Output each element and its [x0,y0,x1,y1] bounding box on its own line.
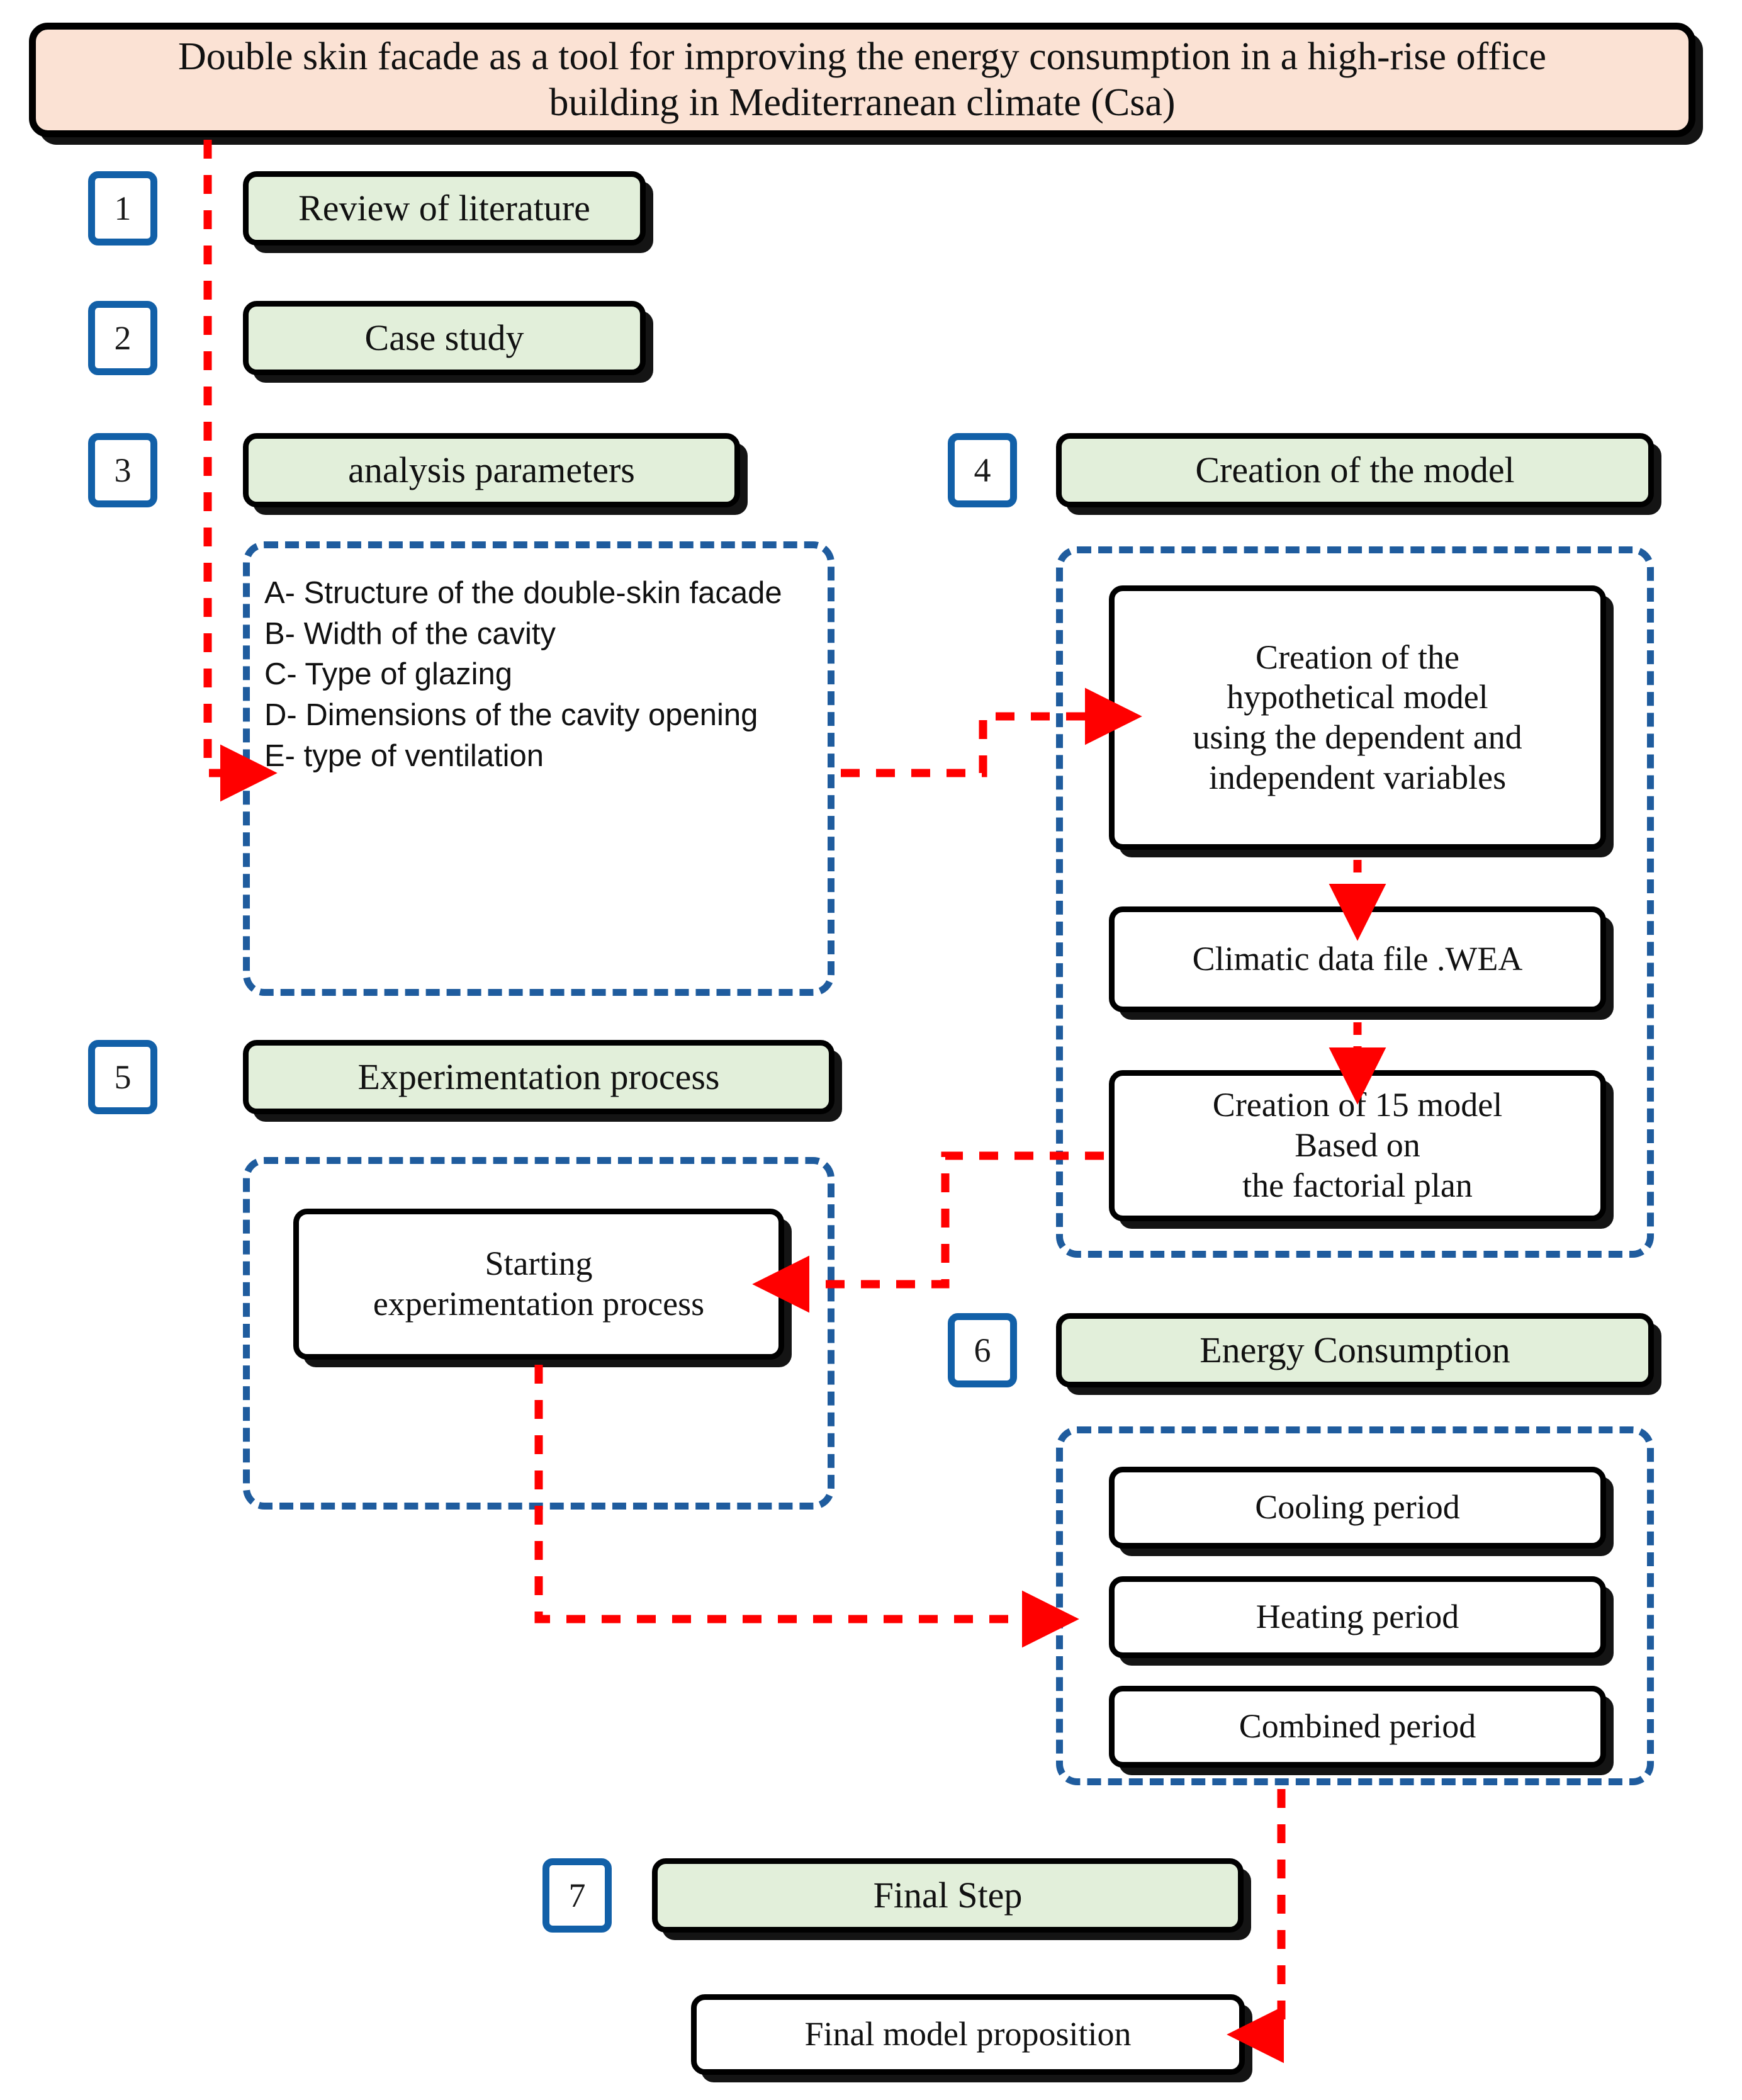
step-label-5: Experimentation process [357,1056,720,1097]
step-badge-2: 2 [88,301,157,375]
experimentation-box-starting-process[interactable]: Starting experimentation process [293,1209,784,1360]
model-creation-group [1056,546,1654,1258]
step-label-2: Case study [364,317,524,358]
step-box-final-step[interactable]: Final Step [652,1858,1244,1933]
step-label-7: Final Step [873,1874,1023,1916]
starting-experimentation-line-1: Starting [485,1245,593,1283]
factorial-plan-line-3: the factorial plan [1242,1166,1473,1204]
climatic-data-file-label: Climatic data file .WEA [1192,940,1523,978]
hypothetical-model-line-3: using the dependent and [1193,718,1522,756]
step-box-review-of-literature[interactable]: Review of literature [243,171,646,246]
step-number-2: 2 [114,319,132,357]
connector-energy-consumption-to-final-model [1227,1789,1286,2063]
period-box-cooling[interactable]: Cooling period [1109,1467,1606,1549]
connector-title-to-parameters [203,140,278,802]
step-number-3: 3 [114,451,132,489]
hypothetical-model-line-1: Creation of the [1256,638,1459,676]
diagram-title-box: Double skin facade as a tool for improvi… [29,23,1695,137]
factorial-plan-line-1: Creation of 15 model [1212,1086,1503,1124]
title-line-2: building in Mediterranean climate (Csa) [549,81,1176,124]
factorial-plan-text: Creation of 15 model Based on the factor… [1213,1085,1502,1205]
step-number-1: 1 [114,189,132,227]
model-box-15-models-factorial-plan[interactable]: Creation of 15 model Based on the factor… [1109,1070,1606,1221]
step-badge-3: 3 [88,433,157,507]
param-item-e: E- type of ventilation [264,738,544,773]
period-box-heating[interactable]: Heating period [1109,1576,1606,1658]
step-box-creation-of-the-model[interactable]: Creation of the model [1056,433,1654,507]
hypothetical-model-line-4: independent variables [1208,758,1507,796]
step-box-energy-consumption[interactable]: Energy Consumption [1056,1313,1654,1387]
final-model-proposition-label: Final model proposition [804,2015,1132,2053]
step-label-3: analysis parameters [348,449,635,490]
step-box-case-study[interactable]: Case study [243,301,646,375]
period-box-combined[interactable]: Combined period [1109,1686,1606,1768]
starting-experimentation-text: Starting experimentation process [373,1244,704,1324]
period-label-heating: Heating period [1256,1598,1459,1636]
title-line-1: Double skin facade as a tool for improvi… [177,35,1547,78]
step-number-7: 7 [568,1877,586,1914]
model-box-climatic-data-file[interactable]: Climatic data file .WEA [1109,906,1606,1012]
step-badge-7: 7 [542,1858,612,1933]
period-label-combined: Combined period [1239,1707,1476,1746]
step-label-6: Energy Consumption [1200,1329,1510,1370]
step-badge-1: 1 [88,171,157,246]
starting-experimentation-line-2: experimentation process [373,1285,705,1323]
param-item-a: A- Structure of the double-skin facade [264,576,782,610]
period-label-cooling: Cooling period [1255,1488,1460,1527]
step-box-experimentation-process[interactable]: Experimentation process [243,1040,834,1114]
step-number-4: 4 [974,451,991,489]
param-item-b: B- Width of the cavity [264,616,556,651]
step-box-analysis-parameters[interactable]: analysis parameters [243,433,740,507]
hypothetical-model-text: Creation of the hypothetical model using… [1193,638,1522,798]
final-model-proposition-box[interactable]: Final model proposition [691,1994,1245,2075]
step-label-1: Review of literature [298,187,590,229]
step-badge-4: 4 [948,433,1017,507]
step-number-5: 5 [114,1058,132,1096]
factorial-plan-line-2: Based on [1295,1126,1420,1165]
step-badge-6: 6 [948,1313,1017,1387]
step-label-4: Creation of the model [1195,449,1515,490]
model-box-hypothetical-model[interactable]: Creation of the hypothetical model using… [1109,585,1606,850]
page-title: Double skin facade as a tool for improvi… [178,34,1546,126]
param-item-d: D- Dimensions of the cavity opening [264,698,758,733]
step-number-6: 6 [974,1331,991,1369]
hypothetical-model-line-2: hypothetical model [1227,678,1488,716]
step-badge-5: 5 [88,1040,157,1114]
param-item-c: C- Type of glazing [264,657,513,692]
analysis-parameters-list: A- Structure of the double-skin facade B… [243,554,834,995]
